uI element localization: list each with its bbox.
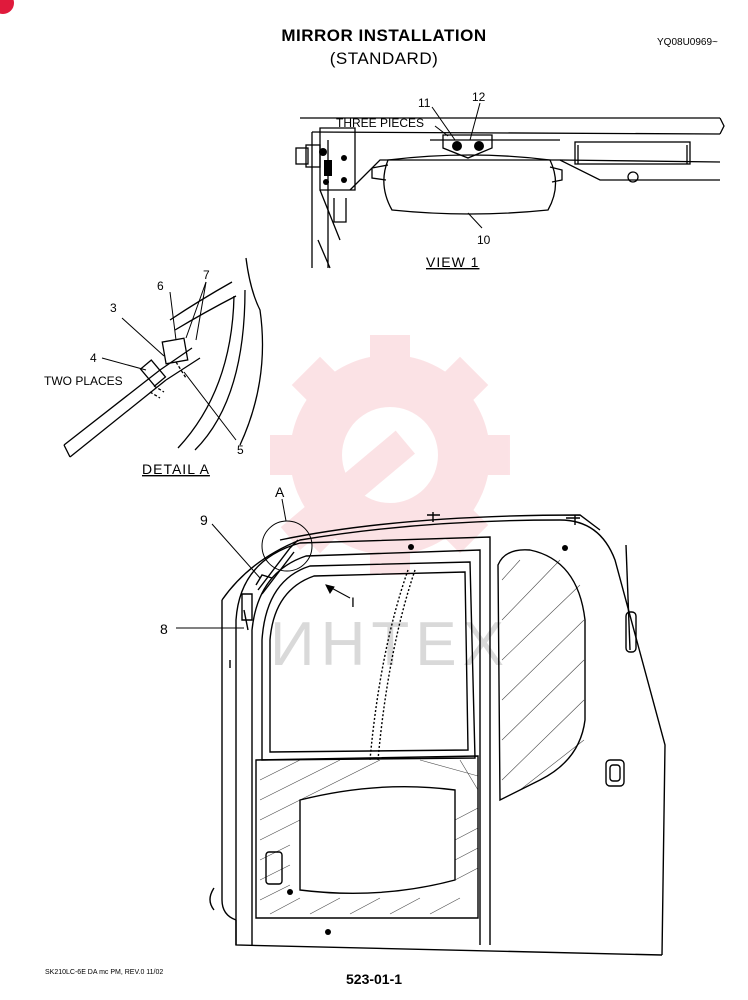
- detail-a-label: DETAIL A: [142, 461, 210, 477]
- page-subtitle: (STANDARD): [329, 49, 439, 68]
- view1-fasteners: [319, 141, 484, 185]
- callout-3: 3: [110, 301, 117, 315]
- callout-12: 12: [472, 90, 486, 104]
- cab-leaders: [176, 498, 351, 629]
- callout-4: 4: [90, 351, 97, 365]
- callout-7: 7: [203, 268, 210, 282]
- three-pieces-note: THREE PIECES: [336, 116, 424, 130]
- callout-11: 11: [418, 96, 431, 110]
- callout-9: 9: [200, 512, 208, 528]
- watermark-gear-icon: [270, 335, 510, 575]
- callout-8: 8: [160, 621, 168, 637]
- view1-drawing: [295, 117, 725, 269]
- corner-logo-mark: [0, 0, 14, 14]
- page-number: 523-01-1: [346, 971, 403, 987]
- detail-a-drawing: [63, 257, 264, 458]
- two-places-note: TWO PLACES: [44, 374, 123, 388]
- document-code: YQ08U0969~: [657, 37, 718, 48]
- callout-10: 10: [477, 233, 491, 247]
- callout-i: I: [351, 594, 355, 610]
- cab-hatching: [259, 559, 585, 915]
- page-title: MIRROR INSTALLATION: [281, 26, 487, 45]
- cab-drawing: [209, 512, 666, 956]
- callout-a: A: [275, 484, 285, 500]
- callout-5: 5: [237, 443, 244, 457]
- view1-label: VIEW 1: [426, 254, 479, 270]
- manual-reference: SK210LC-6E DA mc PM, REV.0 11/02: [45, 969, 164, 976]
- callout-6: 6: [157, 279, 164, 293]
- detail-a-leaders: [101, 281, 237, 441]
- view1-leaders: [431, 102, 483, 229]
- cab-small-parts: [287, 544, 568, 935]
- watermark-text: ИНТЕХ: [270, 610, 510, 679]
